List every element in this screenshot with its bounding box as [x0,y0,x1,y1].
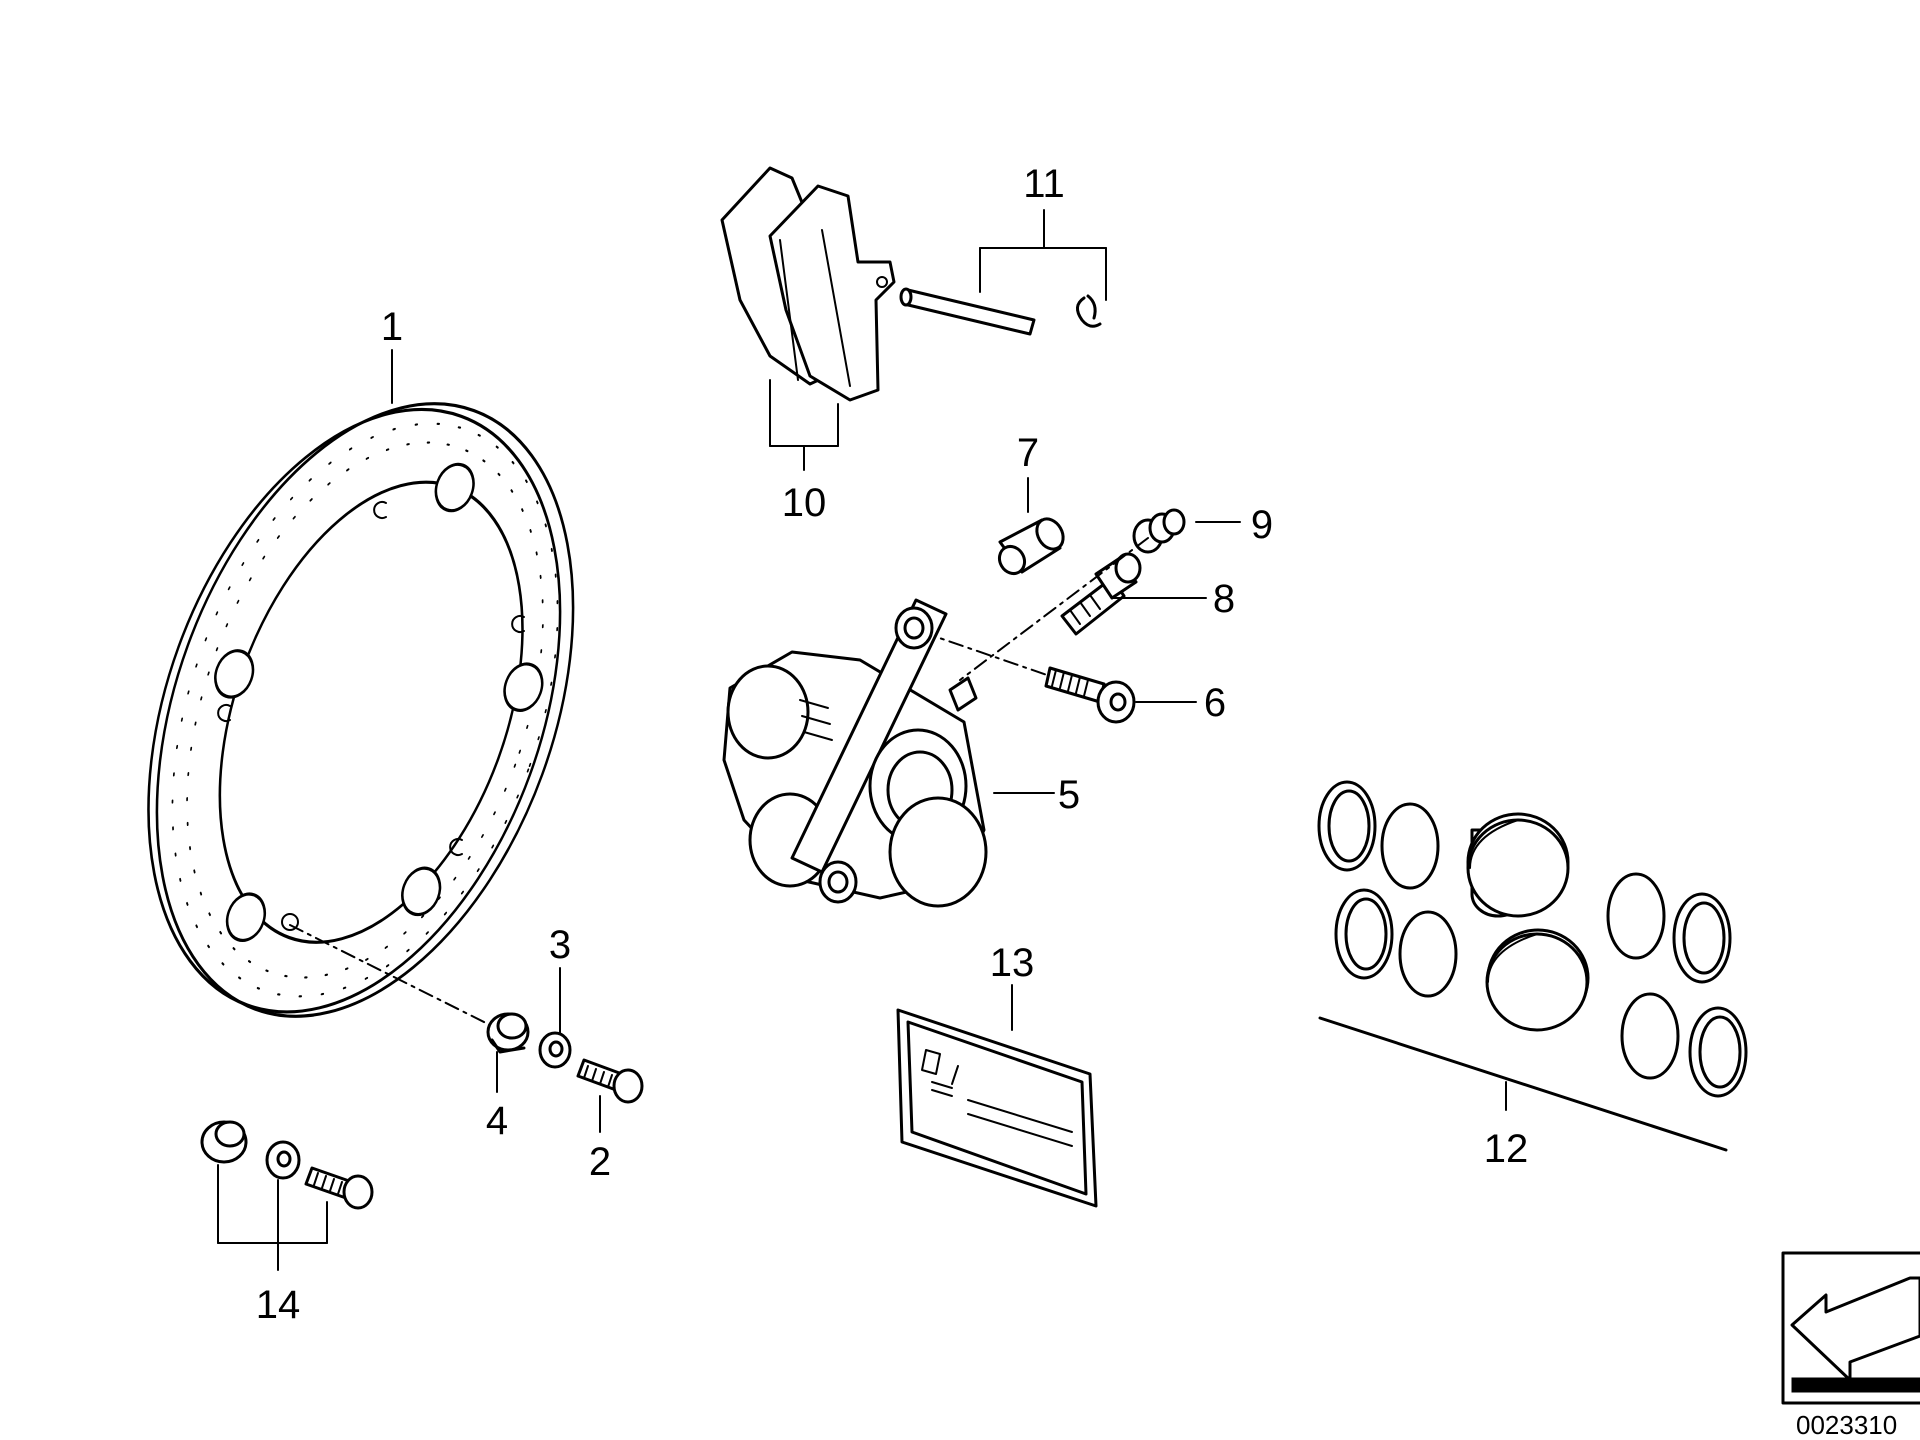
callout-5: 5 [1058,773,1080,817]
banjo-bolt [1132,508,1186,554]
dust-cap [997,517,1065,576]
caliper-bolt [1044,666,1136,724]
disc-bolt [576,1058,644,1104]
brake-disc [147,402,575,1018]
callout-7: 7 [1017,431,1039,475]
bleeder-valve [1060,552,1142,636]
arrow-indicator-icon [1790,1276,1920,1393]
callout-14: 14 [256,1283,301,1327]
callout-6: 6 [1204,681,1226,725]
callout-labels: 1 2 3 4 5 6 7 8 9 10 11 12 13 14 [256,162,1529,1327]
callout-10: 10 [782,481,827,525]
callout-1: 1 [381,305,403,349]
pad-pin-and-clip [899,287,1102,336]
callout-13: 13 [990,941,1035,985]
leader-11 [979,209,1107,301]
bushing [486,1012,530,1054]
kit-underline [1318,1016,1728,1152]
brake-pads [720,166,896,402]
callout-11: 11 [1023,162,1065,206]
callout-3: 3 [549,923,571,967]
assembly-line-bolt [921,631,1051,677]
repair-kit-seals-pistons [1317,780,1748,1098]
washer [538,1031,572,1069]
assembly-line-valve [959,537,1149,681]
brake-caliper [722,598,988,908]
callout-9: 9 [1251,503,1273,547]
diagram-id: 0023310 [1796,1410,1897,1440]
callout-12: 12 [1484,1127,1529,1171]
callout-2: 2 [589,1140,611,1184]
callout-8: 8 [1213,577,1235,621]
leader-14 [217,1164,328,1271]
leader-10 [769,379,839,471]
diagram-reference: 0023310 [1781,1251,1920,1440]
bolt-set [200,1120,374,1210]
label-sheet [896,1008,1098,1208]
callout-4: 4 [486,1099,508,1143]
assembly-line-disc [289,924,501,1031]
